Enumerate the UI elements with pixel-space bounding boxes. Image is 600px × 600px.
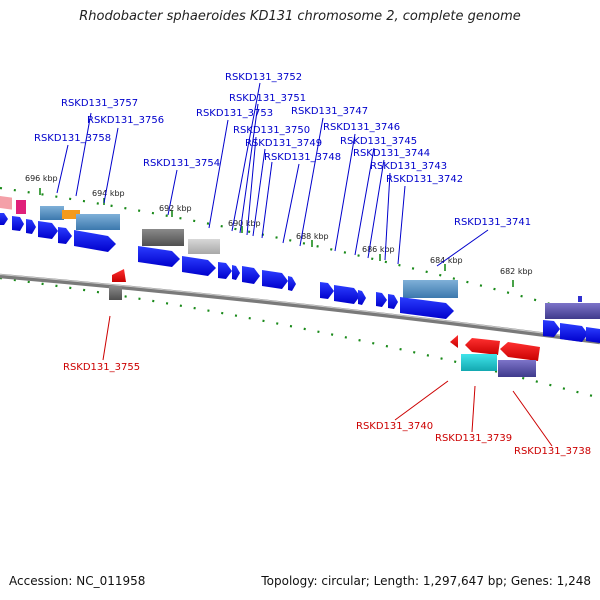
feature-box xyxy=(142,229,184,246)
feature-box xyxy=(188,239,220,254)
scale-label: 684 kbp xyxy=(430,256,463,265)
genome-summary-text: Topology: circular; Length: 1,297,647 bp… xyxy=(261,574,591,588)
gene-label-rskd131-3748[interactable]: RSKD131_3748 xyxy=(264,152,341,163)
gene-label-rskd131-3753[interactable]: RSKD131_3753 xyxy=(196,108,273,119)
gene-label-rskd131-3751[interactable]: RSKD131_3751 xyxy=(229,93,306,104)
feature-box xyxy=(403,280,458,298)
scale-label: 682 kbp xyxy=(500,267,533,276)
outer-features xyxy=(0,196,600,319)
gene-label-rskd131-3742[interactable]: RSKD131_3742 xyxy=(386,174,463,185)
feature-box xyxy=(545,303,600,319)
gene-label-rskd131-3750[interactable]: RSKD131_3750 xyxy=(233,125,310,136)
gene-label-rskd131-3741[interactable]: RSKD131_3741 xyxy=(454,217,531,228)
gene-label-rskd131-3746[interactable]: RSKD131_3746 xyxy=(323,122,400,133)
forward-callout-lines xyxy=(56,82,489,267)
scale-label: 686 kbp xyxy=(362,245,395,254)
scale-label: 694 kbp xyxy=(92,189,125,198)
gene-label-rskd131-3758[interactable]: RSKD131_3758 xyxy=(34,133,111,144)
outer-scale-ticks xyxy=(0,186,600,320)
accession-text: Accession: NC_011958 xyxy=(9,574,146,588)
genome-backbone xyxy=(0,273,600,345)
gene-label-rskd131-3752[interactable]: RSKD131_3752 xyxy=(225,72,302,83)
gene-label-rskd131-3740[interactable]: RSKD131_3740 xyxy=(356,421,433,432)
gene-label-rskd131-3743[interactable]: RSKD131_3743 xyxy=(370,161,447,172)
gene-label-rskd131-3739[interactable]: RSKD131_3739 xyxy=(435,433,512,444)
reverse-cds xyxy=(109,269,540,377)
gene-label-rskd131-3755[interactable]: RSKD131_3755 xyxy=(63,362,140,373)
scale-label: 692 kbp xyxy=(159,204,192,213)
gene-label-rskd131-3757[interactable]: RSKD131_3757 xyxy=(61,98,138,109)
scale-label: 690 kbp xyxy=(228,219,261,228)
gene-label-rskd131-3747[interactable]: RSKD131_3747 xyxy=(291,106,368,117)
gene-label-rskd131-3745[interactable]: RSKD131_3745 xyxy=(340,136,417,147)
gene-label-rskd131-3756[interactable]: RSKD131_3756 xyxy=(87,115,164,126)
gene-label-rskd131-3754[interactable]: RSKD131_3754 xyxy=(143,158,220,169)
feature-box xyxy=(62,210,80,219)
gene-label-rskd131-3749[interactable]: RSKD131_3749 xyxy=(245,138,322,149)
forward-cds xyxy=(0,213,600,343)
scale-labels: 696 kbp 694 kbp 692 kbp 690 kbp 688 kbp … xyxy=(25,174,533,276)
map-title: Rhodobacter sphaeroides KD131 chromosome… xyxy=(79,9,521,24)
feature-box xyxy=(76,214,120,230)
inner-scale-ticks xyxy=(0,276,600,400)
scale-label: 696 kbp xyxy=(25,174,58,183)
gene-label-rskd131-3744[interactable]: RSKD131_3744 xyxy=(353,148,430,159)
scale-label: 688 kbp xyxy=(296,232,329,241)
reverse-callout-lines xyxy=(102,315,553,447)
gene-label-rskd131-3738[interactable]: RSKD131_3738 xyxy=(514,446,591,457)
feature-box xyxy=(40,206,64,220)
